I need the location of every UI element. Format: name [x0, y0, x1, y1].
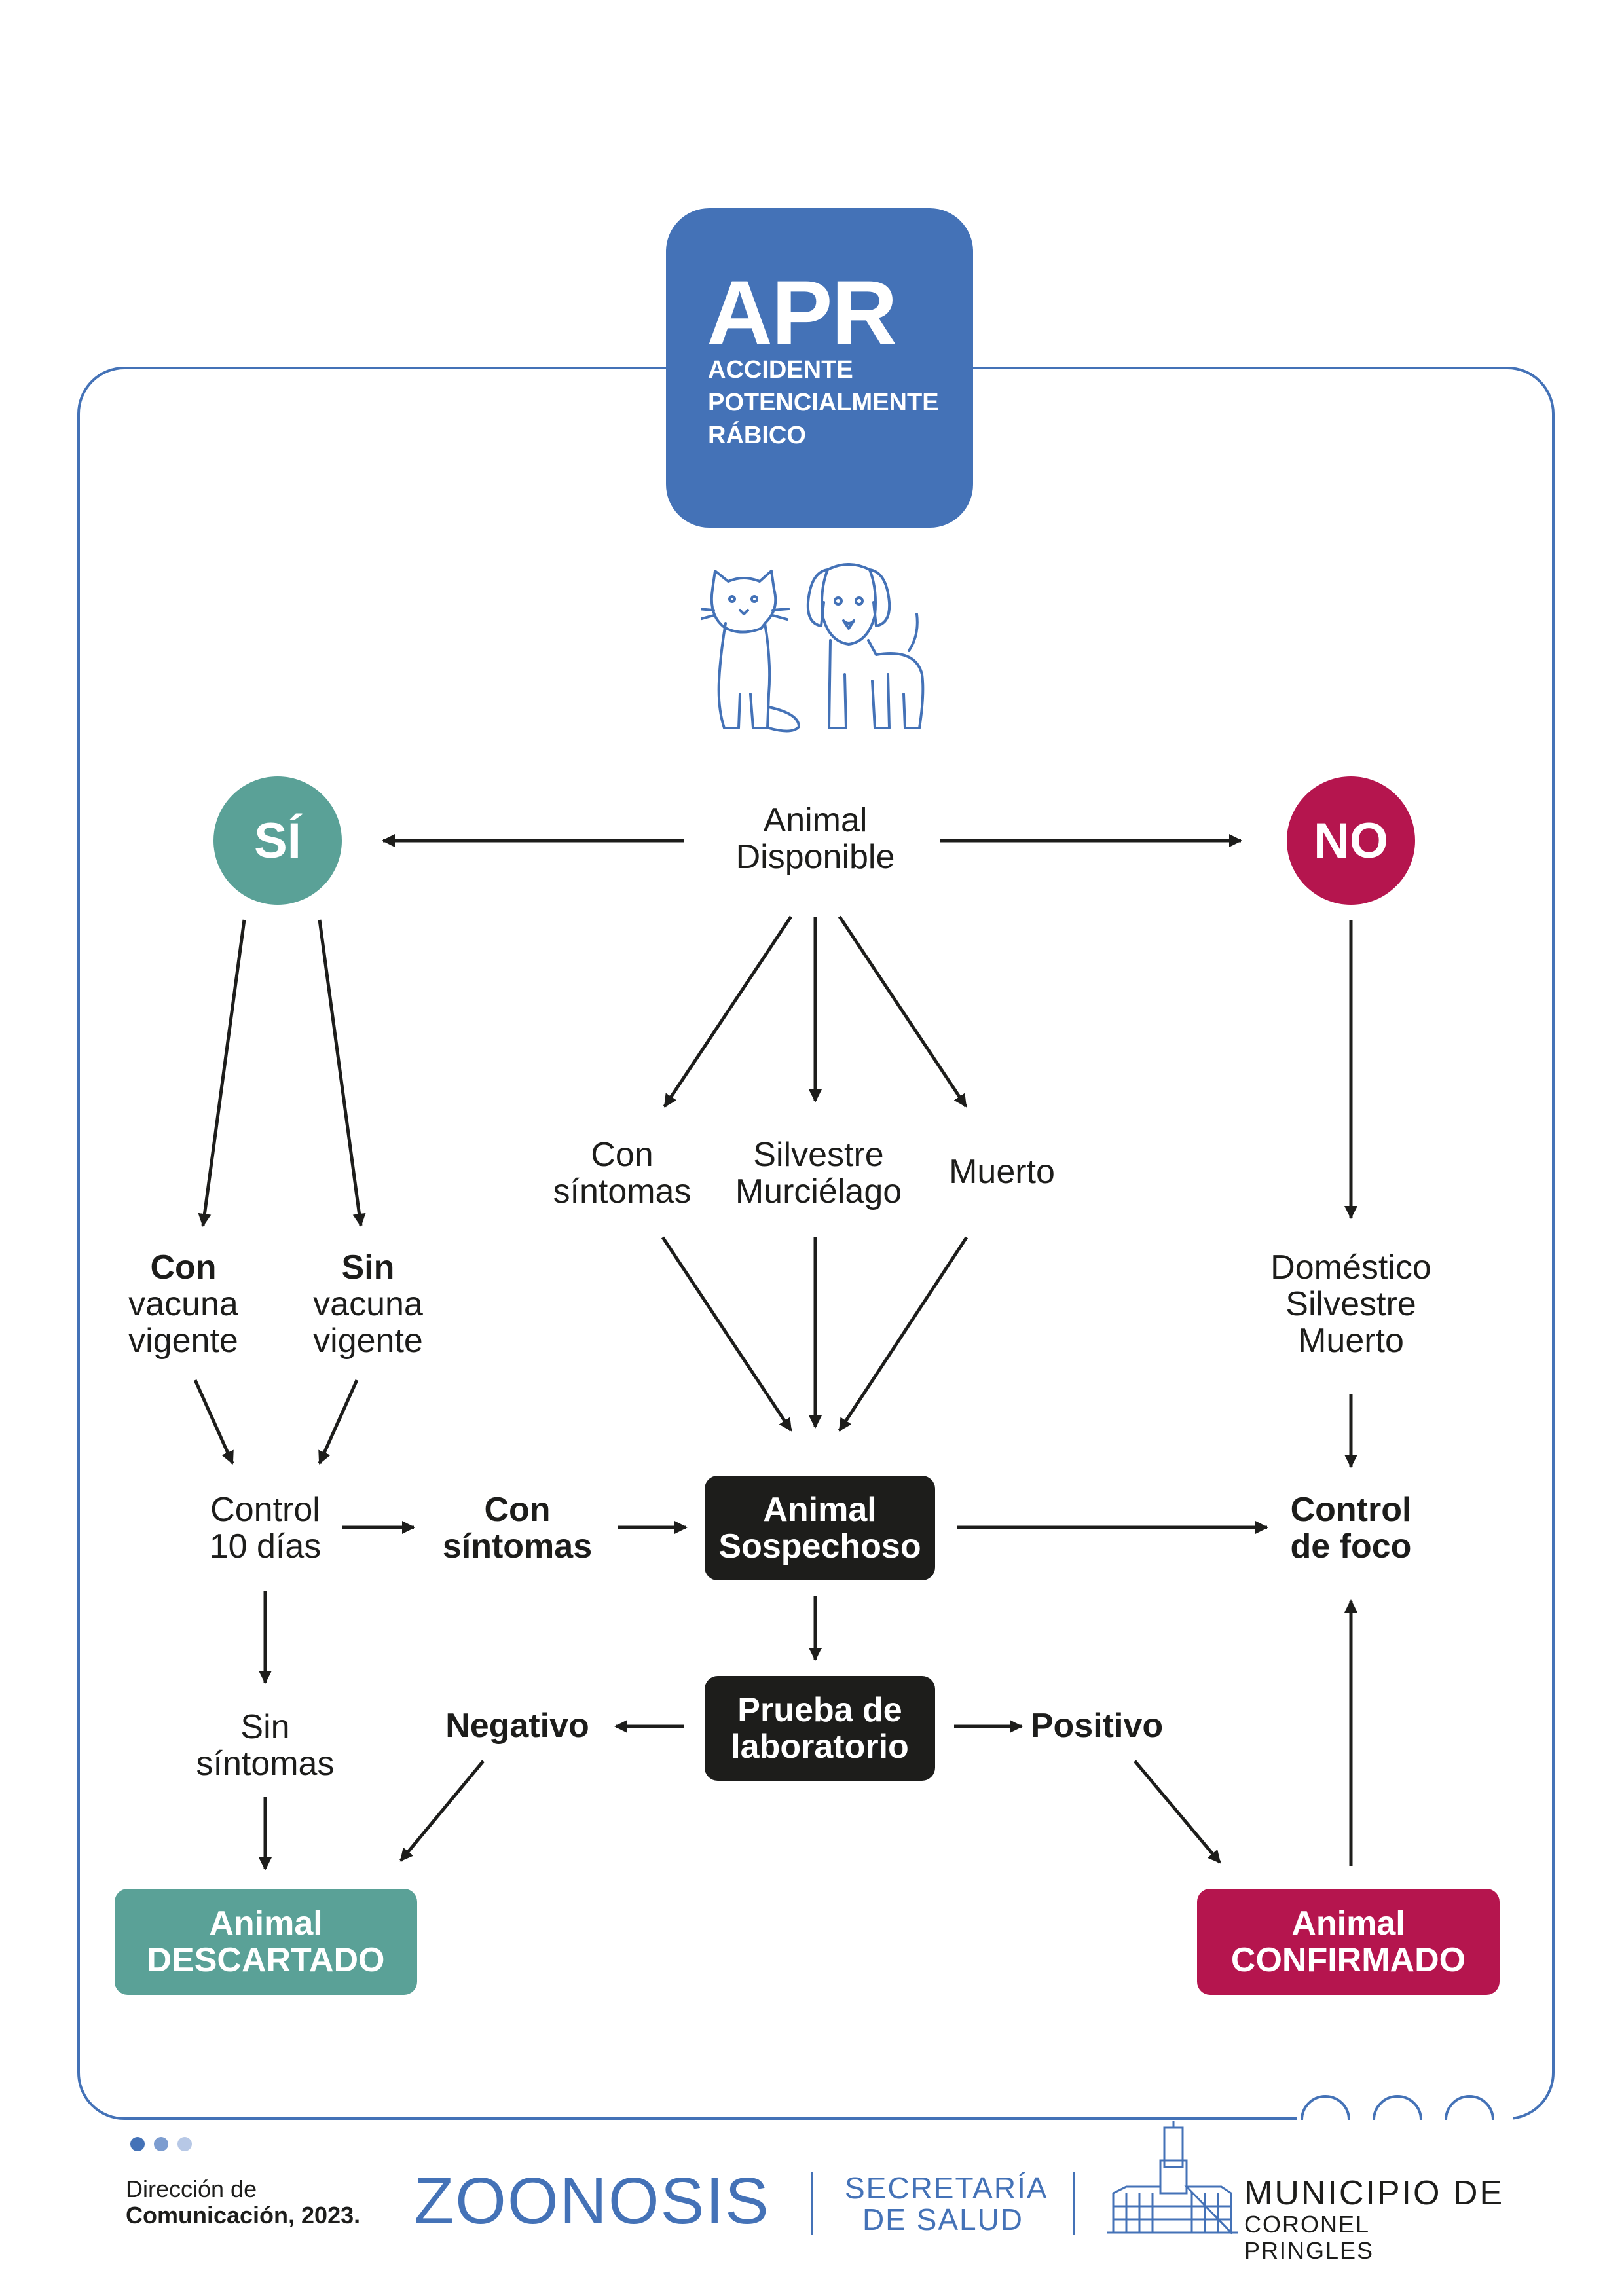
lab-test-box: Prueba de laboratorio — [705, 1676, 935, 1781]
zoonosis-logo-text: ZOONOSIS — [414, 2164, 770, 2238]
animal-available-label: Animal Disponible — [735, 801, 895, 876]
apr-subtitle: ACCIDENTE POTENCIALMENTE RÁBICO — [708, 356, 939, 449]
confirmed-animal-box: Animal CONFIRMADO — [1197, 1889, 1500, 1995]
apr-title-box: APR ACCIDENTE POTENCIALMENTE RÁBICO — [666, 208, 973, 528]
footer-divider-1 — [811, 2172, 813, 2235]
arrow-positivo-confirmado — [1134, 1760, 1221, 1864]
footer-divider-2 — [1073, 2172, 1075, 2235]
apr-title: APR — [707, 261, 898, 364]
arrow-si-con-vacuna — [198, 919, 246, 1227]
arrow-to-muerto — [838, 915, 968, 1108]
arrow-to-con-sintomas — [663, 915, 793, 1108]
dead-animal-label: Muerto — [949, 1153, 1055, 1191]
wild-bat-label: Silvestre Murciélago — [735, 1136, 902, 1211]
arrow-con-sintomas-sospechoso — [661, 1236, 793, 1432]
left-with-symptoms-label: Con síntomas — [442, 1491, 593, 1565]
with-vaccine-label: Con vacuna vigente — [128, 1248, 238, 1360]
frame-notch-decoration — [1297, 2095, 1513, 2124]
yes-circle: SÍ — [213, 776, 342, 905]
cat-dog-illustration — [701, 563, 925, 733]
footer-credit: Dirección de Comunicación, 2023. — [126, 2176, 361, 2229]
domestic-wild-dead-label: Doméstico Silvestre Muerto — [1270, 1248, 1431, 1360]
discarded-animal-box: Animal DESCARTADO — [115, 1889, 417, 1995]
without-vaccine-label: Sin vacuna vigente — [313, 1248, 423, 1360]
arrow-si-sin-vacuna — [318, 919, 366, 1227]
municipal-building-icon — [1107, 2121, 1238, 2235]
arrow-negativo-descartado — [399, 1760, 485, 1862]
negative-result-label: Negativo — [445, 1707, 589, 1745]
secretaria-salud-text: SECRETARÍA DE SALUD — [845, 2171, 1048, 2236]
focus-control-label: Control de foco — [1290, 1491, 1412, 1565]
control-10-days-label: Control 10 días — [209, 1491, 322, 1565]
positive-result-label: Positivo — [1030, 1707, 1164, 1745]
center-with-symptoms-label: Con síntomas — [553, 1136, 692, 1211]
cat-icon — [701, 570, 800, 733]
municipio-text: MUNICIPIO DE CORONEL PRINGLES — [1244, 2174, 1505, 2264]
arrow-muerto-sospechoso — [838, 1236, 969, 1432]
dog-icon — [806, 563, 925, 729]
no-symptoms-label: Sin síntomas — [196, 1708, 335, 1783]
no-circle: NO — [1287, 776, 1415, 905]
suspect-animal-box: Animal Sospechoso — [705, 1476, 935, 1580]
arrow-con-vacuna-control — [193, 1379, 234, 1465]
footer-dots-decoration — [130, 2137, 192, 2151]
arrow-sin-vacuna-control — [318, 1379, 359, 1465]
